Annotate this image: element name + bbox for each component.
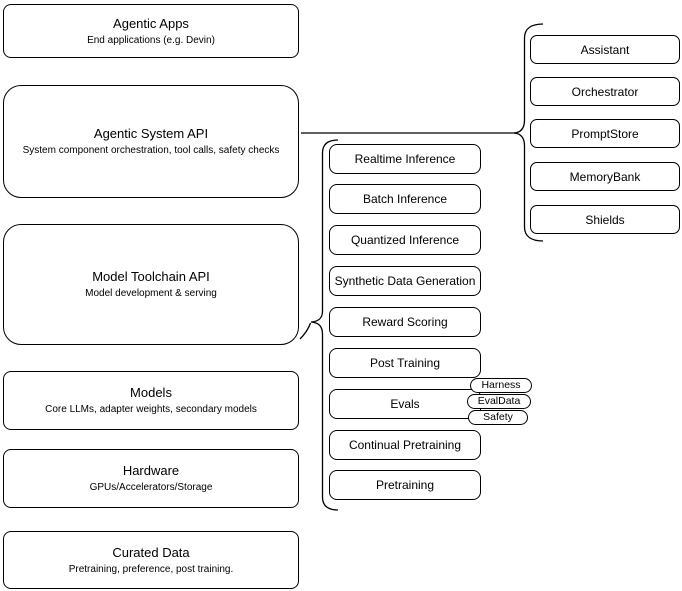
tag-evaldata: EvalData — [467, 394, 531, 409]
node-label: Assistant — [580, 42, 630, 57]
node-shields: Shields — [530, 205, 680, 234]
node-subtitle: Pretraining, preference, post training. — [68, 563, 234, 575]
node-label: Shields — [585, 212, 625, 227]
node-model-toolchain-api: Model Toolchain API Model development & … — [3, 224, 299, 345]
node-assistant: Assistant — [530, 35, 680, 64]
node-evals: Evals — [329, 389, 481, 419]
node-label: MemoryBank — [569, 169, 641, 184]
node-label: Synthetic Data Generation — [334, 274, 476, 288]
node-label: Post Training — [369, 356, 441, 370]
node-title: Agentic Apps — [113, 15, 189, 31]
tag-safety: Safety — [468, 410, 528, 425]
node-subtitle: End applications (e.g. Devin) — [87, 34, 215, 46]
node-orchestrator: Orchestrator — [530, 77, 680, 106]
node-continual-pretraining: Continual Pretraining — [329, 430, 481, 460]
node-title: Agentic System API — [93, 126, 209, 141]
node-synthetic-data-generation: Synthetic Data Generation — [329, 266, 481, 296]
node-label: Realtime Inference — [354, 152, 456, 166]
node-label: Evals — [390, 397, 420, 411]
node-batch-inference: Batch Inference — [329, 184, 481, 214]
node-label: PromptStore — [571, 126, 639, 141]
node-reward-scoring: Reward Scoring — [329, 307, 481, 337]
node-subtitle: GPUs/Accelerators/Storage — [89, 482, 213, 493]
node-label: Pretraining — [375, 478, 435, 492]
node-title: Curated Data — [112, 544, 190, 560]
node-pretraining: Pretraining — [329, 470, 481, 500]
node-agentic-apps: Agentic Apps End applications (e.g. Devi… — [3, 4, 299, 58]
node-title: Model Toolchain API — [92, 269, 210, 284]
node-label: Batch Inference — [362, 192, 448, 206]
node-title: Hardware — [122, 463, 180, 478]
tag-label: EvalData — [477, 395, 521, 407]
node-title: Models — [130, 385, 172, 400]
node-memorybank: MemoryBank — [530, 162, 680, 191]
node-agentic-system-api: Agentic System API System component orch… — [3, 85, 299, 198]
brace-toolchain-group — [310, 139, 339, 511]
node-label: Reward Scoring — [362, 315, 448, 329]
node-label: Quantized Inference — [350, 233, 460, 247]
node-subtitle: Core LLMs, adapter weights, secondary mo… — [45, 404, 257, 415]
node-curated-data: Curated Data Pretraining, preference, po… — [3, 531, 299, 589]
tag-harness: Harness — [470, 378, 532, 393]
tag-label: Harness — [481, 379, 521, 391]
tag-label: Safety — [483, 411, 513, 423]
node-promptstore: PromptStore — [530, 119, 680, 148]
node-realtime-inference: Realtime Inference — [329, 144, 481, 174]
node-quantized-inference: Quantized Inference — [329, 225, 481, 255]
node-models: Models Core LLMs, adapter weights, secon… — [3, 371, 299, 430]
node-post-training: Post Training — [329, 348, 481, 378]
node-label: Orchestrator — [571, 84, 639, 99]
node-subtitle: System component orchestration, tool cal… — [22, 145, 280, 156]
brace-system-group — [513, 23, 544, 242]
node-subtitle: Model development & serving — [85, 288, 217, 299]
node-label: Continual Pretraining — [348, 438, 462, 452]
connector-toolchain-api-curve — [299, 322, 312, 340]
node-hardware: Hardware GPUs/Accelerators/Storage — [3, 449, 299, 508]
